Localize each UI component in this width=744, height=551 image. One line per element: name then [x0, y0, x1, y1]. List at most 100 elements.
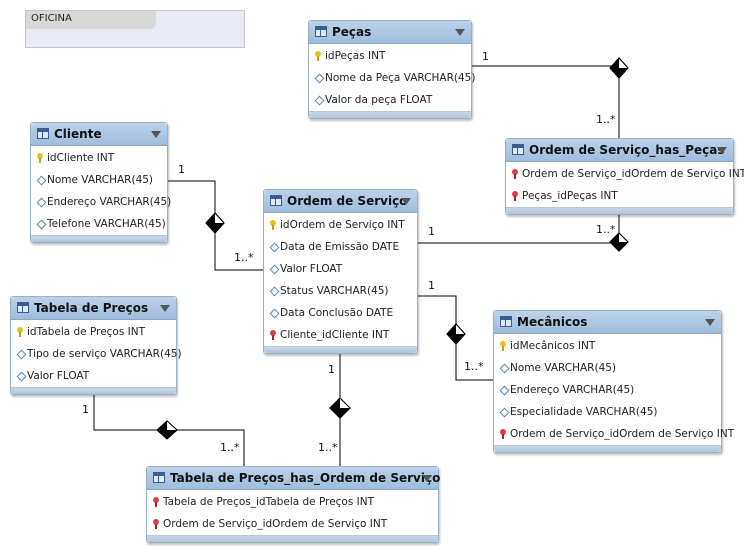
column-row[interactable]: Ordem de Serviço_idOrdem de Serviço INT	[506, 163, 744, 185]
card-mecanicos-many: 1..*	[464, 360, 484, 373]
table-title: Tabela de Preços	[34, 301, 149, 315]
primary-key-icon	[269, 214, 279, 236]
card-ordem-one-mec: 1	[428, 279, 435, 292]
column-name: Peças_idPeças INT	[522, 190, 618, 202]
table-columns: Ordem de Serviço_idOrdem de Serviço INT P…	[506, 162, 744, 207]
column-diamond-icon	[499, 379, 509, 401]
table-header[interactable]: Mecânicos	[494, 311, 721, 334]
card-ospecas-many-top: 1..*	[596, 113, 616, 126]
column-row[interactable]: idPeças INT	[309, 45, 471, 67]
column-row[interactable]: idCliente INT	[31, 147, 167, 169]
primary-key-icon	[314, 45, 324, 67]
card-ospecas-many-bottom: 1..*	[596, 223, 616, 236]
table-header[interactable]: Cliente	[31, 123, 167, 146]
table-footer	[31, 235, 167, 242]
column-diamond-icon	[269, 280, 279, 302]
card-cliente-one: 1	[178, 163, 185, 176]
column-row[interactable]: Status VARCHAR(45)	[264, 280, 417, 302]
column-name: Nome VARCHAR(45)	[47, 174, 154, 186]
schema-name: OFICINA	[31, 13, 72, 24]
table-icon	[315, 26, 327, 37]
column-row[interactable]: Nome VARCHAR(45)	[494, 357, 721, 379]
chevron-down-icon[interactable]	[151, 131, 161, 138]
column-name: Especialidade VARCHAR(45)	[510, 406, 658, 418]
foreign-key-icon	[499, 423, 509, 445]
column-row[interactable]: Valor FLOAT	[11, 365, 176, 387]
column-name: Tabela de Preços_idTabela de Preços INT	[163, 496, 375, 508]
rel-line-pecas-ospecas	[472, 65, 620, 138]
column-diamond-icon	[269, 302, 279, 324]
column-diamond-icon	[16, 365, 26, 387]
column-row[interactable]: Tipo de serviço VARCHAR(45)	[11, 343, 182, 365]
table-icon	[270, 195, 282, 206]
column-row[interactable]: Especialidade VARCHAR(45)	[494, 401, 721, 423]
column-diamond-icon	[499, 357, 509, 379]
column-name: Valor da peça FLOAT	[325, 94, 433, 106]
chevron-down-icon[interactable]	[717, 147, 727, 154]
column-row[interactable]: Ordem de Serviço_idOrdem de Serviço INT	[147, 513, 438, 535]
table-footer	[264, 346, 417, 353]
table-title: Ordem de Serviço_has_Peças	[529, 143, 725, 157]
column-name: Ordem de Serviço_idOrdem de Serviço INT	[163, 518, 388, 530]
column-row[interactable]: Ordem de Serviço_idOrdem de Serviço INT	[494, 423, 734, 445]
column-row[interactable]: Telefone VARCHAR(45)	[31, 213, 167, 235]
card-ordem-one-right: 1	[428, 225, 435, 238]
column-row[interactable]: Endereço VARCHAR(45)	[494, 379, 721, 401]
column-name: Nome VARCHAR(45)	[510, 362, 617, 374]
column-name: Status VARCHAR(45)	[280, 285, 389, 297]
column-row[interactable]: Data Conclusão DATE	[264, 302, 417, 324]
column-row[interactable]: Valor FLOAT	[264, 258, 417, 280]
table-header[interactable]: Ordem de Serviço	[264, 190, 417, 213]
column-row[interactable]: Peças_idPeças INT	[506, 185, 733, 207]
column-diamond-icon	[499, 401, 509, 423]
foreign-key-icon	[511, 163, 521, 185]
column-name: Endereço VARCHAR(45)	[47, 196, 172, 208]
chevron-down-icon[interactable]	[422, 475, 432, 482]
foreign-key-icon	[269, 324, 279, 346]
column-diamond-icon	[314, 89, 324, 111]
column-diamond-icon	[314, 67, 324, 89]
column-row[interactable]: idOrdem de Serviço INT	[264, 214, 417, 236]
table-tabela-precos[interactable]: Tabela de Preços idTabela de Preços INT Ti…	[10, 296, 182, 395]
column-name: idOrdem de Serviço INT	[280, 219, 405, 231]
table-header[interactable]: Ordem de Serviço_has_Peças	[506, 139, 733, 162]
card-tabelaos-many-right: 1..*	[318, 441, 338, 454]
table-title: Peças	[332, 25, 372, 39]
column-diamond-icon	[36, 191, 46, 213]
table-mecanicos[interactable]: Mecânicos idMecânicos INT Nome VARCHAR(45)…	[493, 310, 734, 453]
table-icon	[37, 128, 49, 139]
column-row[interactable]: Endereço VARCHAR(45)	[31, 191, 171, 213]
chevron-down-icon[interactable]	[160, 305, 170, 312]
column-row[interactable]: Valor da peça FLOAT	[309, 89, 471, 111]
table-ordem-servico[interactable]: Ordem de Serviço idOrdem de Serviço INT Da…	[263, 189, 418, 354]
column-name: idTabela de Preços INT	[27, 326, 146, 338]
chevron-down-icon[interactable]	[705, 319, 715, 326]
table-columns: Tabela de Preços_idTabela de Preços INT O…	[147, 490, 438, 535]
table-header[interactable]: Peças	[309, 21, 471, 44]
column-row[interactable]: idMecânicos INT	[494, 335, 721, 357]
table-footer	[494, 445, 721, 452]
column-name: Endereço VARCHAR(45)	[510, 384, 635, 396]
table-footer	[309, 111, 471, 118]
column-row[interactable]: idTabela de Preços INT	[11, 321, 176, 343]
table-header[interactable]: Tabela de Preços	[11, 297, 176, 320]
table-header[interactable]: Tabela de Preços_has_Ordem de Serviço	[147, 467, 440, 490]
primary-key-icon	[16, 321, 26, 343]
column-diamond-icon	[16, 343, 26, 365]
chevron-down-icon[interactable]	[401, 198, 411, 205]
column-name: idMecânicos INT	[510, 340, 596, 352]
table-columns: idCliente INT Nome VARCHAR(45) Endereço VA…	[31, 146, 171, 235]
column-row[interactable]: Cliente_idCliente INT	[264, 324, 417, 346]
column-row[interactable]: Data de Emissão DATE	[264, 236, 417, 258]
column-row[interactable]: Nome VARCHAR(45)	[31, 169, 167, 191]
column-row[interactable]: Nome da Peça VARCHAR(45)	[309, 67, 475, 89]
chevron-down-icon[interactable]	[455, 29, 465, 36]
column-row[interactable]: Tabela de Preços_idTabela de Preços INT	[147, 491, 438, 513]
